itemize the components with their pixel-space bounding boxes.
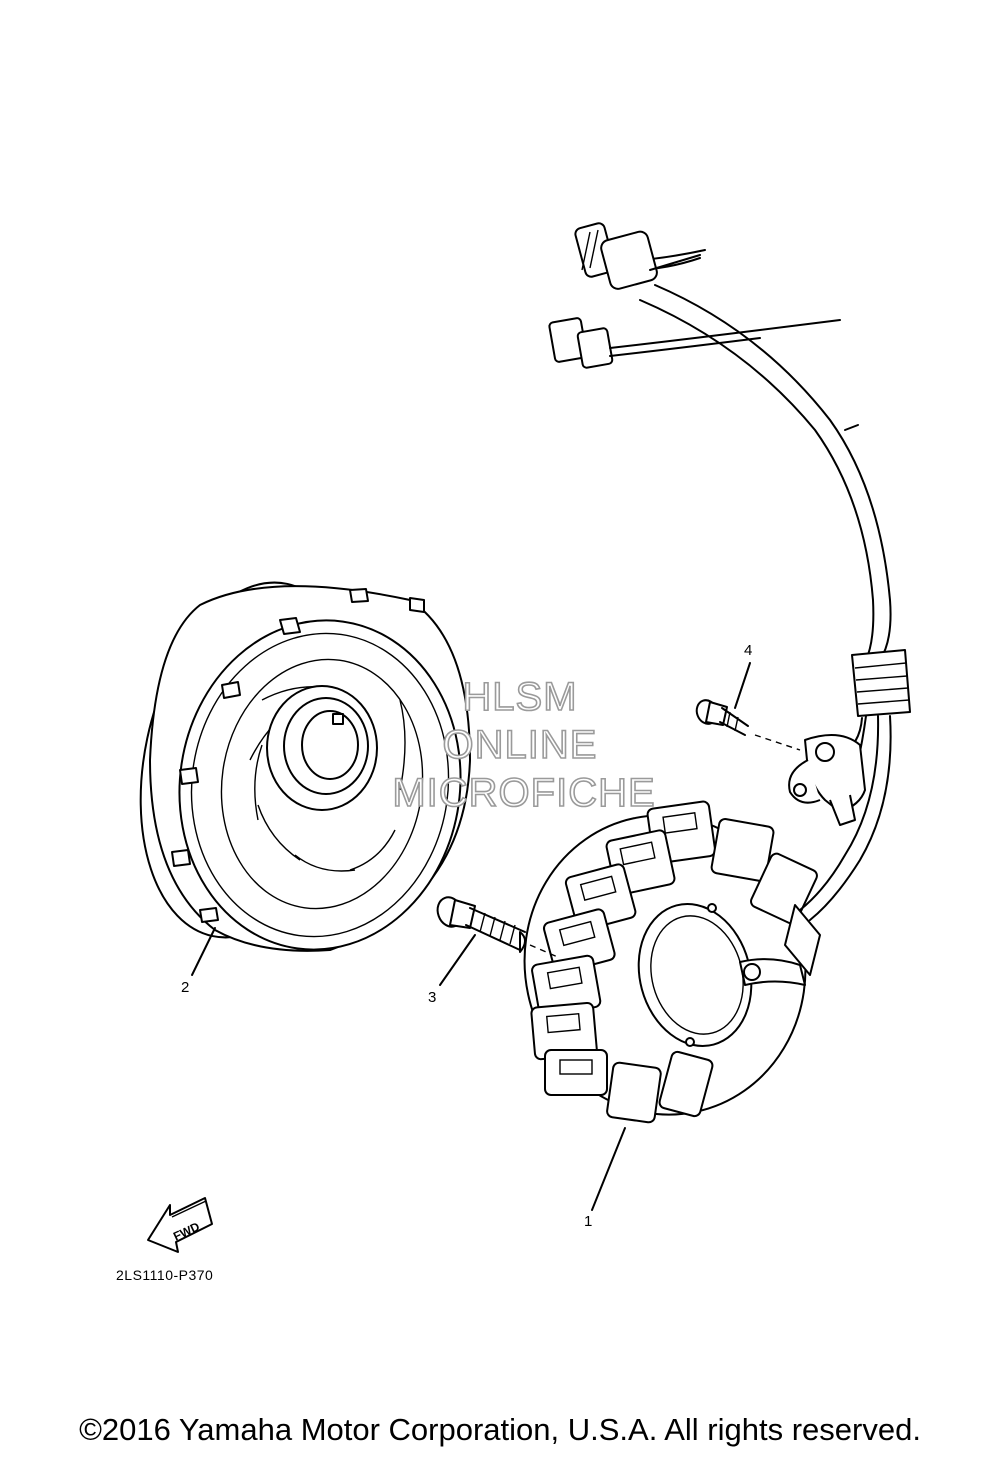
drawing-code: 2LS1110-P370: [116, 1267, 213, 1283]
callout-1: 1: [584, 1213, 592, 1230]
rotor-flywheel: [139, 581, 471, 976]
stator-assembly: [523, 800, 818, 1211]
callout-4: 4: [744, 642, 752, 659]
watermark-line-3: MICROFICHE: [392, 771, 655, 815]
wire-harness: [599, 249, 911, 976]
pickup-coil: [788, 734, 866, 826]
stator-coil: [530, 800, 818, 1124]
watermark-line-1: HLSM: [462, 675, 577, 719]
fwd-arrow-icon: FWD: [147, 1197, 213, 1253]
small-connector: [548, 317, 841, 369]
watermark-line-2: ONLINE: [443, 723, 598, 767]
rim-tab: [171, 588, 425, 923]
callout-leader-3: [439, 934, 476, 986]
bolt-part-4: [695, 662, 801, 751]
callout-2: 2: [181, 979, 189, 996]
callout-leader-1: [591, 1127, 626, 1211]
callout-leader-4: [734, 662, 751, 709]
callout-leader-2: [191, 927, 216, 976]
harness-grommet: [851, 649, 911, 717]
callout-3: 3: [428, 989, 436, 1006]
watermark: HLSM ONLINE MICROFICHE: [392, 674, 656, 816]
bolt-part-3: [436, 896, 561, 986]
copyright-notice: ©2016 Yamaha Motor Corporation, U.S.A. A…: [79, 1412, 921, 1447]
main-connector: [574, 222, 701, 290]
